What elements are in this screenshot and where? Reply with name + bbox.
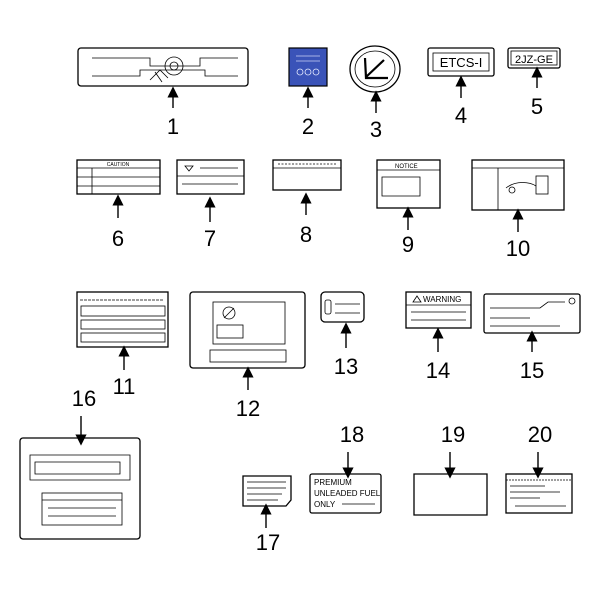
part-2-fill xyxy=(288,47,328,87)
callout-15: 15 xyxy=(520,358,544,383)
callout-10: 10 xyxy=(506,236,530,261)
fuel-line-1: PREMIUM xyxy=(314,478,352,487)
notice-text: NOTICE xyxy=(395,164,418,170)
callout-9: 9 xyxy=(402,232,414,257)
part-5-engine-badge[interactable]: 2JZ-GE xyxy=(507,47,561,69)
callout-1: 1 xyxy=(167,114,179,139)
part-9-notice-label[interactable]: NOTICE xyxy=(376,159,441,209)
part-16-underhood-label[interactable] xyxy=(19,437,141,540)
part-14-warning-label[interactable]: WARNING xyxy=(405,291,472,329)
callout-2: 2 xyxy=(302,114,314,139)
callout-8: 8 xyxy=(300,222,312,247)
part-12-emission-label[interactable] xyxy=(189,291,306,369)
callout-16: 16 xyxy=(72,386,96,411)
part-3-emblem[interactable] xyxy=(349,45,401,93)
part-10-diagram-label[interactable] xyxy=(471,159,565,211)
callout-14: 14 xyxy=(426,358,450,383)
fuel-line-3: ONLY xyxy=(314,500,336,509)
caution-text: CAUTION xyxy=(107,162,130,168)
part-19-label[interactable] xyxy=(413,473,488,516)
callout-5: 5 xyxy=(531,94,543,119)
part-15-label[interactable] xyxy=(483,293,581,334)
callout-20: 20 xyxy=(528,422,552,447)
part-8-label[interactable] xyxy=(272,159,342,191)
callout-17: 17 xyxy=(256,530,280,555)
callout-4: 4 xyxy=(455,103,467,128)
warning-text: WARNING xyxy=(423,295,461,304)
part-1-label[interactable] xyxy=(77,47,249,87)
callout-7: 7 xyxy=(204,226,216,251)
part-20-label[interactable] xyxy=(505,473,573,514)
part-13-label[interactable] xyxy=(320,291,365,323)
part-4-etcs-badge[interactable]: ETCS-I xyxy=(427,47,495,77)
fuel-line-2: UNLEADED FUEL xyxy=(314,489,381,498)
callout-19: 19 xyxy=(441,422,465,447)
etcs-text: ETCS-I xyxy=(440,55,483,70)
callout-13: 13 xyxy=(334,354,358,379)
part-7-label[interactable] xyxy=(176,159,245,195)
part-11-label[interactable] xyxy=(76,291,169,348)
part-18-fuel-label[interactable]: PREMIUM UNLEADED FUEL ONLY xyxy=(309,473,382,514)
part-17-label[interactable] xyxy=(242,475,292,507)
part-6-caution-label[interactable]: CAUTION xyxy=(76,159,161,195)
callout-12: 12 xyxy=(236,396,260,421)
callout-11: 11 xyxy=(113,374,136,399)
callout-18: 18 xyxy=(340,422,364,447)
callout-6: 6 xyxy=(112,226,124,251)
callout-3: 3 xyxy=(370,117,382,142)
part-2-label-highlighted[interactable] xyxy=(288,47,328,87)
engine-text: 2JZ-GE xyxy=(515,54,553,66)
